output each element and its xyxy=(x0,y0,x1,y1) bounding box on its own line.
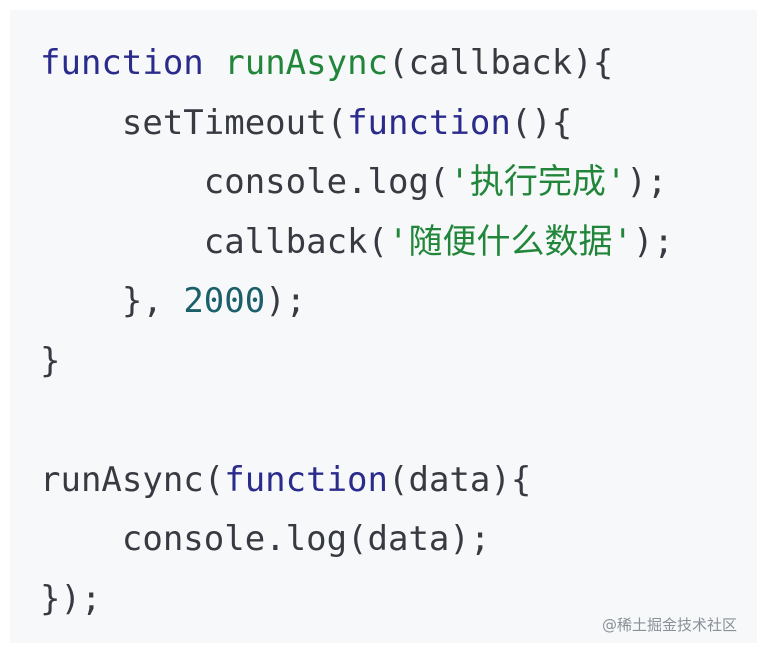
code-indent xyxy=(40,222,204,262)
code-token-str: '执行完成' xyxy=(449,162,627,202)
code-line: callback('随便什么数据'); xyxy=(40,213,757,273)
code-token-plain: callback( xyxy=(203,221,388,262)
code-token-plain: runAsync( xyxy=(40,459,225,500)
code-line: } xyxy=(40,332,757,392)
code-indent xyxy=(40,519,122,559)
code-token-fn: runAsync xyxy=(224,43,389,83)
code-token-plain: } xyxy=(40,340,61,381)
code-token-str: '随便什么数据' xyxy=(388,221,633,262)
code-token-plain: ); xyxy=(265,281,307,321)
code-block: function runAsync(callback){ setTimeout(… xyxy=(10,10,757,643)
code-token-kw: function xyxy=(347,102,511,143)
code-token-plain: (){ xyxy=(510,102,573,143)
code-token-kw: function xyxy=(40,43,204,83)
code-line: }); xyxy=(40,570,757,630)
code-token-plain: console.log( xyxy=(203,162,450,202)
code-line: console.log(data); xyxy=(40,510,757,570)
code-line: }, 2000); xyxy=(40,272,757,332)
code-token-kw: function xyxy=(224,459,388,500)
code-token-plain xyxy=(204,43,224,83)
code-token-plain: }); xyxy=(40,578,102,619)
code-token-plain: (callback){ xyxy=(388,43,614,83)
code-token-plain: ); xyxy=(626,162,668,202)
code-line: setTimeout(function(){ xyxy=(40,94,757,154)
code-indent xyxy=(40,281,122,321)
watermark: @稀土掘金技术社区 xyxy=(601,616,737,634)
code-token-plain: (data){ xyxy=(388,459,532,500)
code-indent xyxy=(40,103,122,143)
code-token-plain: setTimeout( xyxy=(121,102,348,143)
code-indent xyxy=(40,162,204,202)
code-line: runAsync(function(data){ xyxy=(40,451,757,511)
code-token-num: 2000 xyxy=(183,281,266,321)
code-token-plain: }, xyxy=(121,281,184,321)
code-token-plain: ); xyxy=(632,221,674,262)
code-line xyxy=(40,391,757,451)
code-line: console.log('执行完成'); xyxy=(40,153,757,213)
code-token-plain: console.log(data); xyxy=(121,519,491,559)
code-line: function runAsync(callback){ xyxy=(40,34,757,94)
